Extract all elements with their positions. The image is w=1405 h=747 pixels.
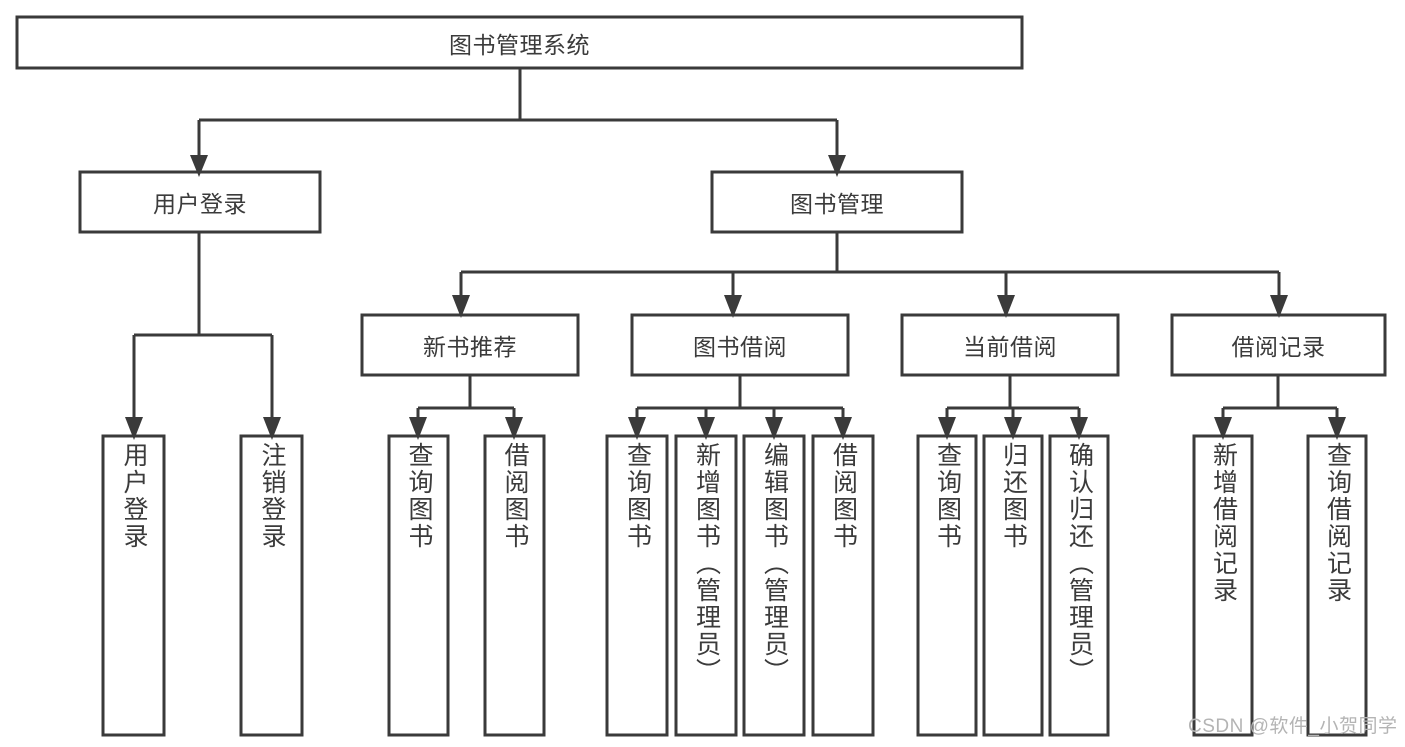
node-box-leaf-book-borrow-2[interactable] [742, 434, 806, 737]
arrow-borrow-record-leaf-0 [1214, 417, 1232, 440]
arrow-to-new-book-recommend [452, 295, 470, 318]
arrow-borrow-record-leaf-1 [1328, 417, 1346, 440]
node-box-leaf-current-borrow-1[interactable] [982, 434, 1044, 737]
connector-book-management [459, 232, 1281, 298]
node-box-book-borrow[interactable] [630, 313, 850, 377]
node-box-leaf-user-login-0[interactable] [101, 434, 166, 737]
node-box-leaf-current-borrow-2[interactable] [1048, 434, 1110, 737]
arrow-new-book-leaf-0 [409, 417, 427, 440]
arrow-book-borrow-leaf-0 [628, 417, 646, 440]
arrow-to-borrow-record [1270, 295, 1288, 318]
node-box-book-management[interactable] [710, 170, 964, 234]
arrow-book-borrow-leaf-2 [765, 417, 783, 440]
node-box-leaf-current-borrow-0[interactable] [916, 434, 978, 737]
node-box-leaf-borrow-record-0[interactable] [1192, 434, 1254, 737]
arrow-root-to-book-management [828, 155, 846, 177]
arrow-book-borrow-leaf-3 [834, 417, 852, 440]
node-box-leaf-book-borrow-3[interactable] [811, 434, 875, 737]
node-box-leaf-book-borrow-1[interactable] [674, 434, 738, 737]
connector-user-login [132, 232, 274, 420]
node-box-new-book-recommend[interactable] [360, 313, 580, 377]
node-box-user-login[interactable] [78, 170, 322, 234]
arrow-new-book-leaf-1 [505, 417, 523, 440]
connector-borrow-record [1221, 375, 1339, 420]
connector-new-book [416, 375, 516, 420]
node-box-root[interactable] [15, 15, 1024, 70]
node-box-current-borrow[interactable] [900, 313, 1120, 377]
node-box-leaf-new-book-1[interactable] [483, 434, 546, 737]
arrow-root-to-user-login [190, 155, 208, 177]
connector-current-borrow [945, 375, 1081, 420]
node-box-leaf-new-book-0[interactable] [387, 434, 450, 737]
arrow-to-current-borrow [997, 295, 1015, 318]
arrow-current-borrow-leaf-2 [1070, 417, 1088, 440]
connector-book-borrow [635, 375, 845, 420]
arrow-user-login-leaf-0 [125, 417, 143, 440]
arrow-user-login-leaf-1 [263, 417, 281, 440]
arrow-to-book-borrow [724, 295, 742, 318]
connector-root [197, 68, 839, 158]
node-box-borrow-record[interactable] [1170, 313, 1387, 377]
node-box-leaf-borrow-record-1[interactable] [1306, 434, 1368, 737]
arrow-book-borrow-leaf-1 [697, 417, 715, 440]
arrow-current-borrow-leaf-0 [938, 417, 956, 440]
node-box-leaf-user-login-1[interactable] [239, 434, 304, 737]
watermark-text: CSDN @软件_小贺同学 [1188, 716, 1398, 737]
arrow-current-borrow-leaf-1 [1004, 417, 1022, 440]
node-box-leaf-book-borrow-0[interactable] [605, 434, 669, 737]
